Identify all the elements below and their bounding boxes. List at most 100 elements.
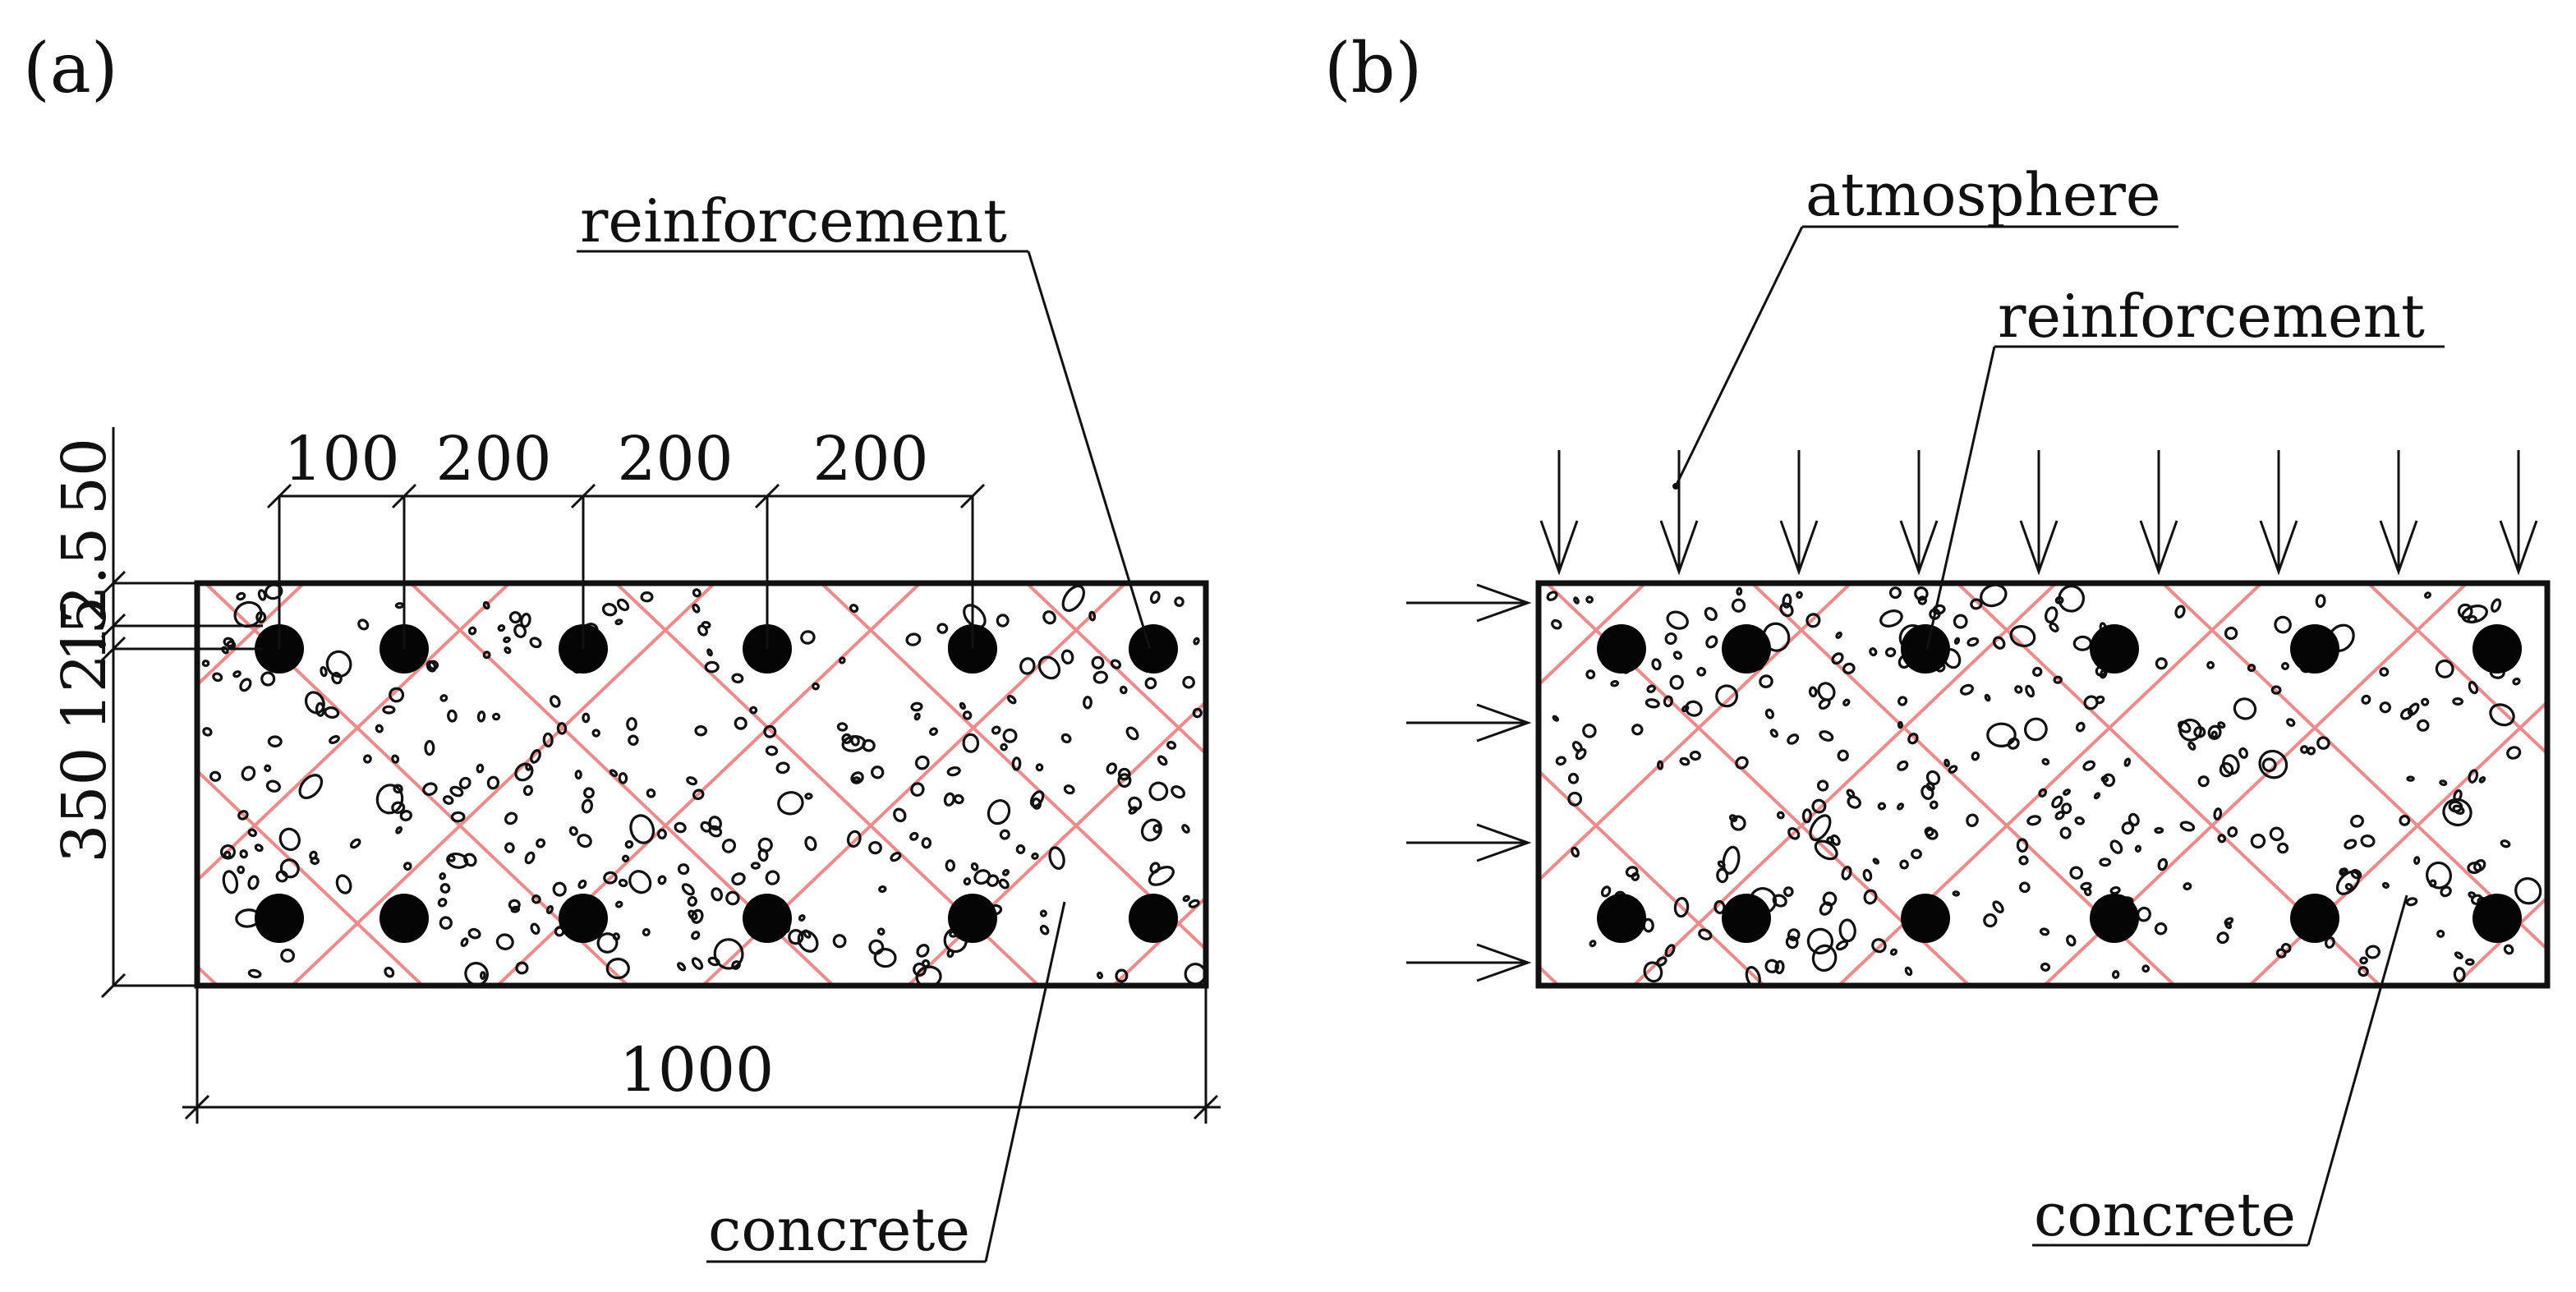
panel-a-aggregate-stone: [640, 591, 654, 603]
panel-b-aggregate-stone: [2016, 838, 2029, 853]
panel-a-section-border: [194, 580, 1209, 989]
panel-a-aggregate-stone: [731, 872, 746, 886]
panel-a-aggregate-stone: [439, 872, 447, 880]
panel-b-aggregate-stone: [1917, 595, 1928, 605]
panel-a-aggregate-stone: [1182, 894, 1190, 903]
panel-b-aggregate-stone: [2183, 882, 2192, 891]
panel-a-aggregate-stone: [916, 944, 930, 958]
panel-a-aggregate-stone: [1002, 728, 1018, 743]
panel-a-aggregate-stone: [991, 725, 1001, 735]
panel-a-aggregate-stone: [1125, 726, 1139, 741]
panel-a-aggregate-stone: [1061, 585, 1085, 612]
panel-b-aggregate-stone: [2324, 936, 2335, 949]
panel-b-aggregate-stone: [1774, 960, 1785, 975]
panel-a-aggregate-stone: [1182, 675, 1195, 689]
panel-a-aggregate-stone: [393, 784, 403, 794]
panel-a-aggregate-stone: [914, 755, 930, 770]
panel-b-aggregate-stone: [1664, 944, 1676, 958]
panel-b-aggregate-stone: [1819, 730, 1834, 742]
panel-a-aggregate-stone: [1148, 781, 1169, 802]
panel-b-aggregate-stone: [2359, 956, 2368, 965]
panel-a-aggregate-stone: [1042, 610, 1056, 625]
panel-b-rebar-top-3: [1901, 624, 1950, 674]
panel-b-aggregate-stone: [1819, 901, 1833, 916]
panel-a-aggregate-stone: [1029, 790, 1045, 807]
panel-a-aggregate-stone: [467, 626, 477, 636]
panel-b-aggregate-stone: [1948, 765, 1958, 774]
panel-a-aggregate-stone: [963, 877, 972, 886]
panel-b-aggregate-stone: [1673, 897, 1690, 918]
panel-a-aggregate-stone: [298, 774, 324, 800]
panel-a-aggregate-stone: [1157, 755, 1168, 766]
panel-b-aggregate-stone: [2503, 944, 2514, 955]
panel-a-aggregate-stone: [694, 724, 707, 737]
panel-a-aggregate-stone: [239, 849, 248, 859]
panel-a-aggregate-stone: [1063, 784, 1075, 795]
panel-b-aggregate-stone: [2102, 773, 2116, 788]
panel-a-aggregate-stone: [1119, 685, 1128, 695]
panel-a-aggregate-stone: [428, 660, 439, 670]
panel-b-aggregate-stone: [1643, 961, 1663, 983]
panel-a-aggregate-stone: [970, 862, 979, 871]
panel-b-aggregate-stone: [1871, 938, 1887, 954]
panel-b-aggregate-stone: [2061, 802, 2072, 815]
panel-b-aggregate-stone: [1814, 839, 1838, 861]
panel-b-aggregate-stone: [2054, 811, 2065, 821]
panel-a-aggregate-stone: [686, 776, 698, 786]
panel-b-aggregate-stone: [2358, 966, 2369, 977]
panel-a: (a) 100 200 200 200: [23, 28, 1221, 1264]
panel-a-aggregate-stone: [582, 712, 591, 724]
panel-b-rebar-bottom-2: [1722, 894, 1771, 943]
panel-a-aggregate-stone: [495, 933, 514, 950]
panel-b-aggregate-stone: [2014, 685, 2023, 694]
panel-a-rebar-bottom-4: [743, 894, 792, 943]
panel-a-mesh-line: [1025, 583, 1206, 756]
panel-b-aggregate-stone: [1776, 811, 1785, 820]
panel-b-aggregate-stone: [1811, 944, 1838, 972]
top-arrow-4: [1899, 450, 1939, 576]
panel-a-aggregate-stone: [868, 939, 885, 955]
panel-b-aggregate-stone: [1884, 647, 1897, 658]
top-arrow-3: [1779, 450, 1819, 576]
panel-a-aggregate-stone: [479, 971, 486, 980]
panel-b-aggregate-stone: [2053, 675, 2063, 684]
panel-a-aggregate-stone: [871, 766, 885, 779]
left-arrow-4: [1406, 943, 1532, 982]
panel-b-aggregate-stone: [2059, 826, 2072, 839]
panel-a-aggregate-stone: [618, 772, 628, 784]
panel-a-aggregate-stone: [642, 927, 651, 936]
panel-b-aggregate-stone: [2174, 605, 2186, 618]
panel-a-aggregate-stone: [852, 776, 861, 783]
panel-b-aggregate-stone: [2007, 737, 2020, 750]
left-arrow-3: [1406, 823, 1532, 862]
panel-b-aggregate-stone: [2381, 881, 2390, 889]
left-arrow-1: [1406, 583, 1532, 623]
panel-b-aggregate-stone: [2478, 776, 2486, 784]
panel-b-aggregate-stone: [2187, 741, 2196, 751]
panel-a-aggregate-stone: [382, 705, 396, 715]
panel-a-aggregate-stone: [915, 965, 942, 986]
panel-b-aggregate-stone: [2224, 626, 2238, 641]
panel-b-aggregate-stone: [1984, 693, 1991, 702]
panel-b-aggregate-stone: [1730, 815, 1746, 831]
panel-a-aggregate-stone: [574, 770, 582, 780]
panel-a-aggregate-stone: [463, 853, 477, 867]
panel-a-aggregate-stone: [209, 770, 222, 782]
panel-b-aggregate-stone: [1899, 859, 1909, 870]
panel-a-aggregate-stone: [1171, 785, 1186, 799]
panel-a-aggregate-stone: [325, 650, 352, 678]
panel-a-aggregate-stone: [1193, 637, 1200, 646]
panel-a-aggregate-stone: [921, 837, 932, 849]
panel-b-aggregate-stone: [1888, 586, 1902, 600]
panel-a-aggregate-stone: [255, 611, 267, 623]
panel-b-aggregate-stone: [2280, 942, 2292, 954]
panel-a-aggregate-stone: [1019, 657, 1036, 675]
panel-a-aggregate-stone: [692, 789, 705, 801]
panel-b-aggregate-stone: [2222, 754, 2240, 775]
panel-b-aggregate-stone: [1806, 927, 1833, 955]
panel-b-aggregate-stone: [1879, 609, 1903, 628]
panel-a-aggregate-stone: [1091, 655, 1105, 669]
dim-top-2: 200: [435, 424, 551, 494]
panel-a-aggregate-stone: [482, 600, 490, 610]
panel-a-aggregate-stone: [909, 831, 919, 841]
